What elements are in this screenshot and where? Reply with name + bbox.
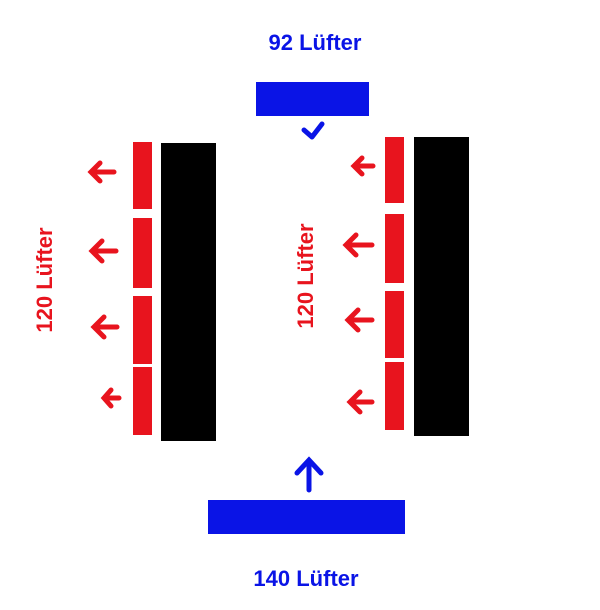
left-fan-3 <box>133 296 152 364</box>
left-arrow-3 <box>90 314 120 340</box>
right-exhaust-arrows <box>342 155 376 415</box>
left-exhaust-arrows <box>87 160 122 409</box>
top-fan <box>256 82 369 116</box>
bottom-fan-label: 140 Lüfter <box>253 566 359 591</box>
left-fan-stack <box>133 142 152 435</box>
right-fan-2 <box>385 214 404 283</box>
right-fan-4 <box>385 362 404 430</box>
bottom-fan-airflow-arrow <box>294 456 324 493</box>
top-fan-label: 92 Lüfter <box>269 30 362 55</box>
right-fans-label: 120 Lüfter <box>293 223 318 329</box>
bottom-fan <box>208 500 405 534</box>
top-fan-airflow-arrow <box>301 121 325 140</box>
left-fan-2 <box>133 218 152 288</box>
right-arrow-4 <box>346 389 375 415</box>
right-fan-1 <box>385 137 404 203</box>
left-arrow-2 <box>88 238 119 264</box>
right-arrow-1 <box>350 155 376 177</box>
left-fans-label: 120 Lüfter <box>32 227 57 333</box>
left-arrow-1 <box>87 160 117 184</box>
left-fan-1 <box>133 142 152 209</box>
left-arrow-4 <box>100 387 122 409</box>
right-fan-stack <box>385 137 404 430</box>
left-radiator <box>161 143 216 441</box>
right-arrow-2 <box>342 232 375 258</box>
right-arrow-3 <box>344 307 375 333</box>
left-fan-4 <box>133 367 152 435</box>
right-radiator <box>414 137 469 436</box>
right-fan-3 <box>385 291 404 358</box>
